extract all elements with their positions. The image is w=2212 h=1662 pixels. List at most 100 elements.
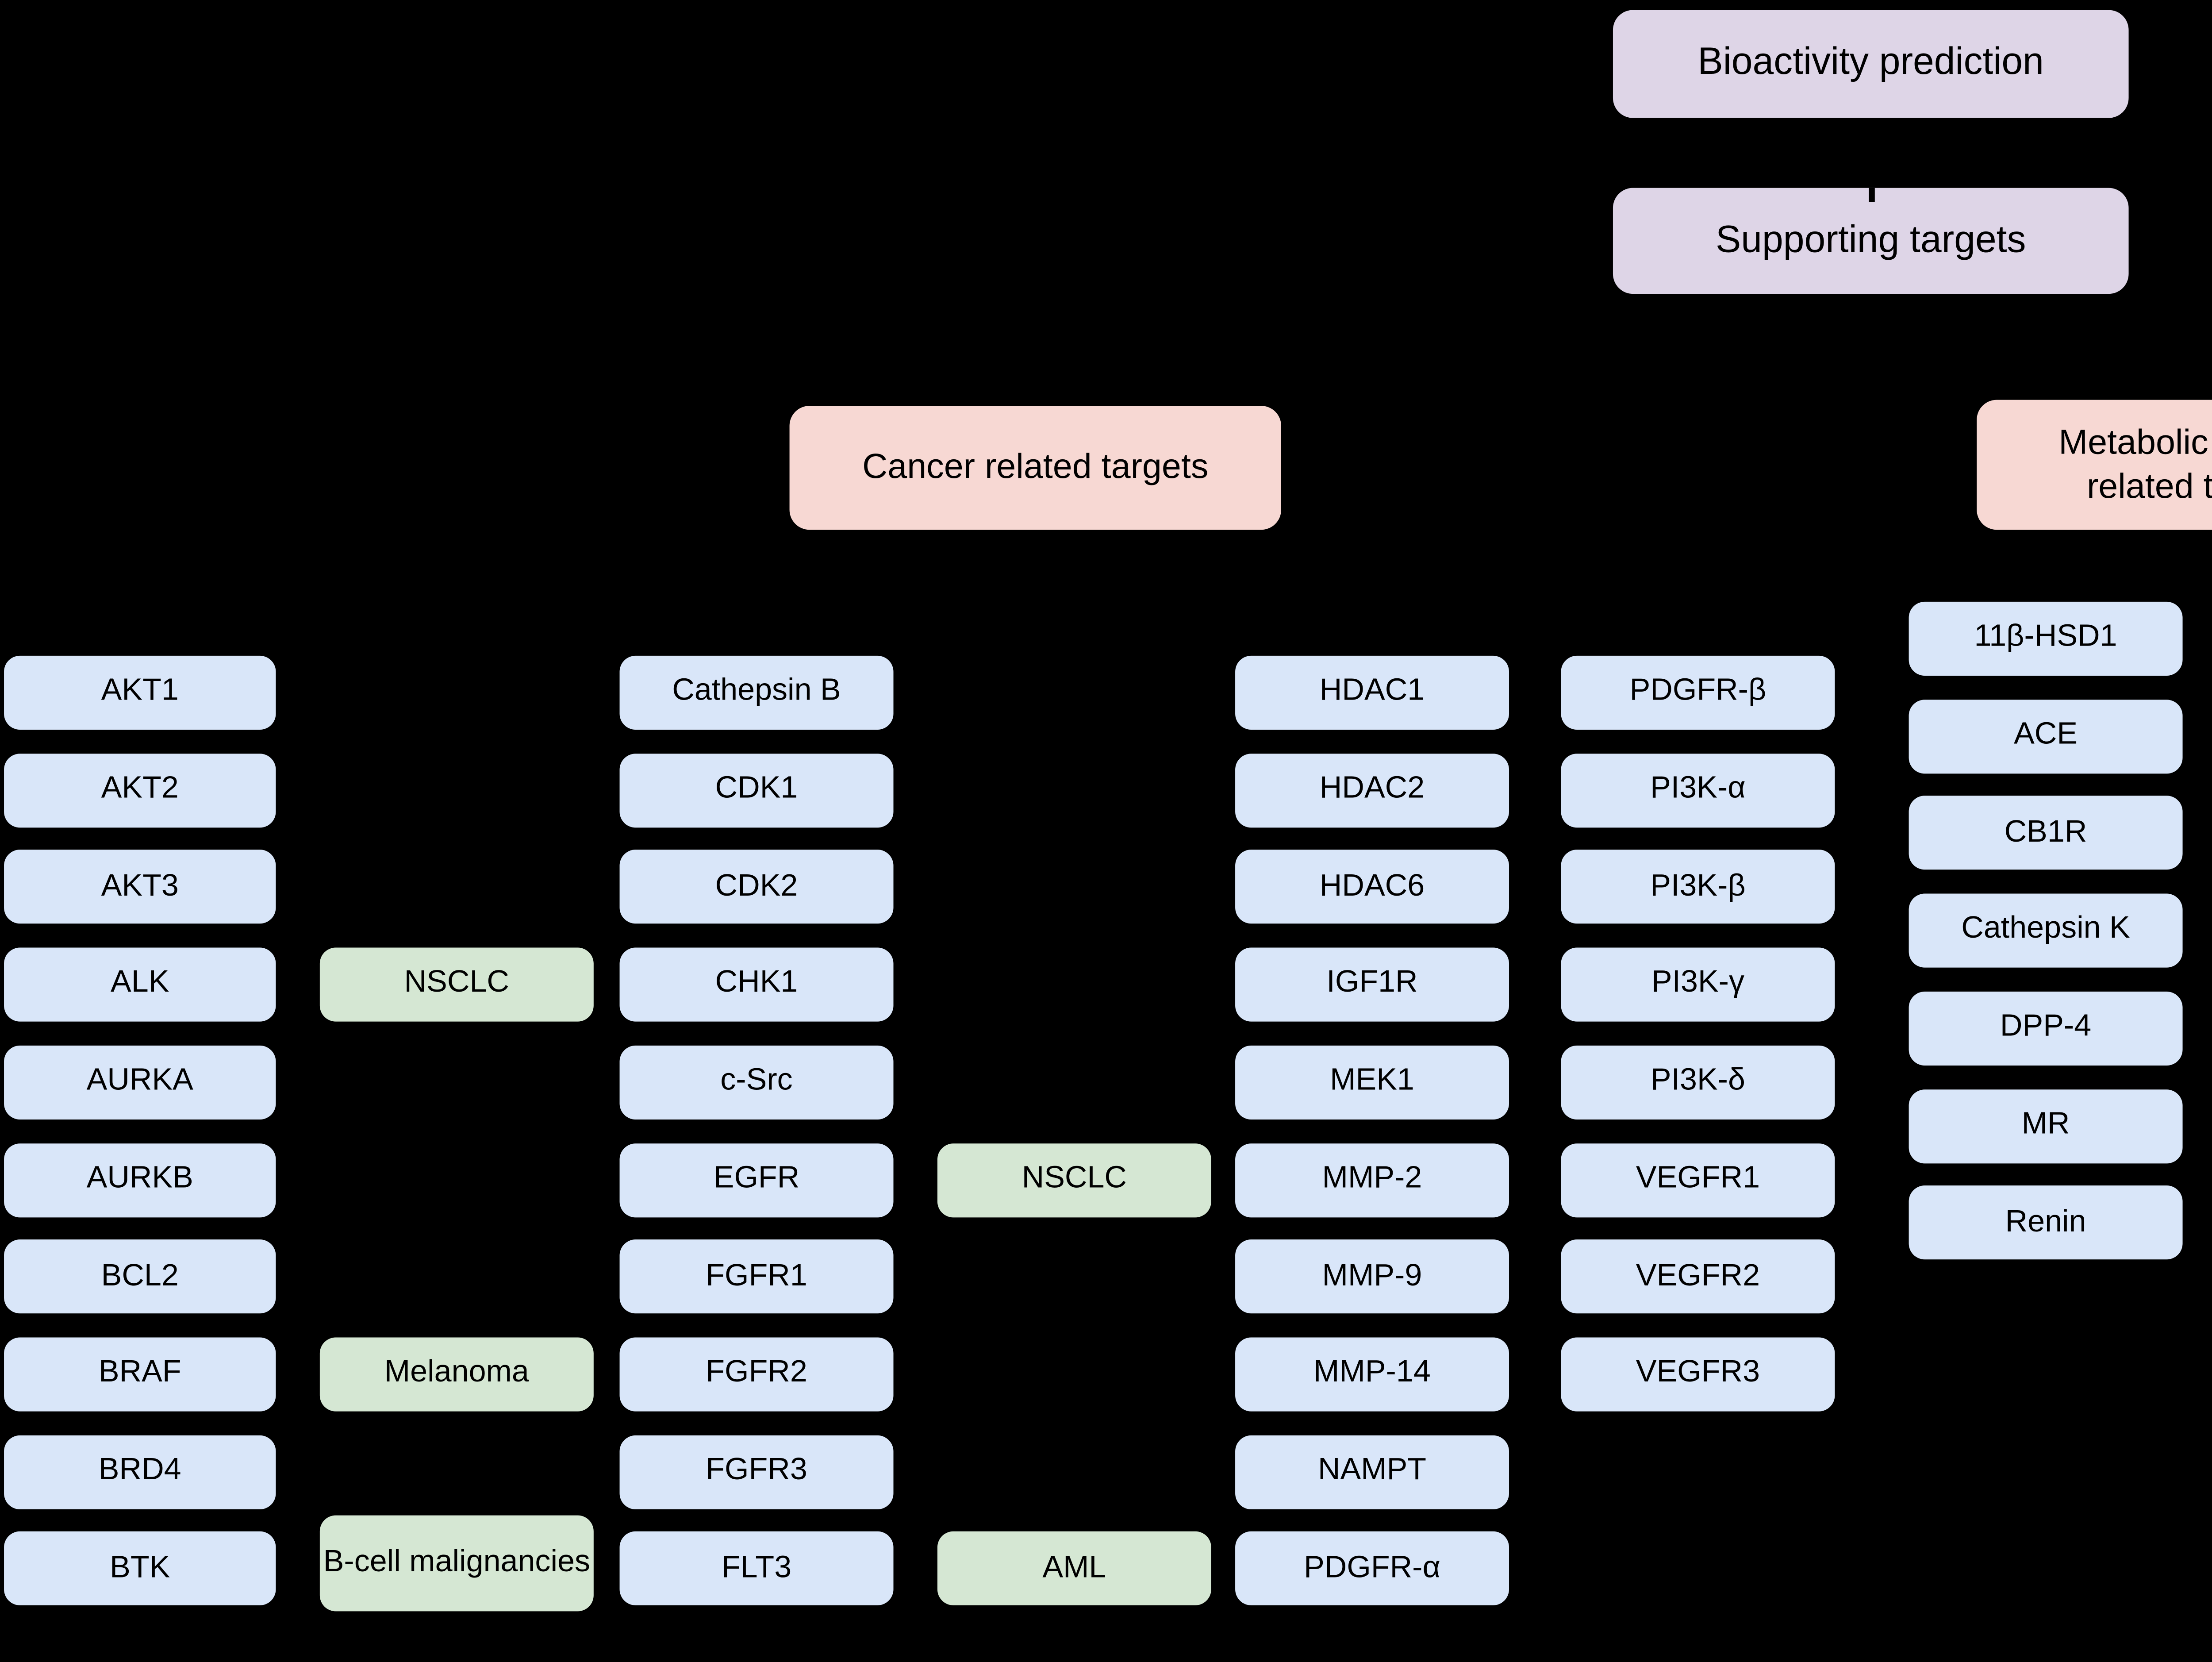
target-box: c-Src — [619, 1045, 894, 1120]
target-box: BCL2 — [4, 1239, 276, 1314]
disease-box: AML — [937, 1532, 1211, 1606]
target-box: HDAC1 — [1235, 655, 1509, 730]
target-box: HDAC6 — [1235, 850, 1509, 925]
target-box: FGFR2 — [619, 1337, 894, 1412]
target-label: ACE — [2014, 718, 2078, 752]
target-label: PI3K-δ — [1650, 1064, 1746, 1098]
target-box: BRD4 — [4, 1435, 276, 1509]
target-label: NAMPT — [1317, 1453, 1427, 1488]
target-label: CHK1 — [715, 966, 798, 1000]
target-label: FGFR2 — [706, 1356, 807, 1390]
target-box: 11β-HSD1 — [1909, 601, 2183, 676]
target-box: PI3K-α — [1561, 753, 1835, 827]
target-label: Renin — [2005, 1204, 2086, 1239]
connector-tick — [1867, 188, 1874, 202]
target-label: MMP-9 — [1322, 1258, 1422, 1293]
target-box: HDAC2 — [1235, 753, 1509, 827]
target-box: AURKA — [4, 1045, 276, 1120]
target-label: AURKA — [86, 1064, 193, 1098]
target-label: VEGFR3 — [1636, 1356, 1760, 1390]
cancer-disease-column-2: NSCLC AML — [937, 0, 1211, 1662]
target-label: CB1R — [2004, 815, 2087, 849]
target-box: AKT3 — [4, 850, 276, 925]
disease-box: NSCLC — [319, 947, 594, 1022]
target-box: MMP-2 — [1235, 1142, 1509, 1217]
target-box: EGFR — [619, 1142, 894, 1217]
target-box: Renin — [1909, 1185, 2183, 1260]
disease-box: NSCLC — [937, 1142, 1211, 1217]
supporting-targets-label: Supporting targets — [1715, 219, 2026, 261]
target-label: BCL2 — [101, 1258, 179, 1293]
target-label: Cathepsin B — [672, 674, 841, 708]
target-label: Cathepsin K — [1961, 912, 2130, 947]
target-box: Cathepsin B — [619, 655, 894, 730]
target-box: DPP-4 — [1909, 991, 2183, 1066]
disease-label: Melanoma — [384, 1356, 529, 1390]
target-label: AKT2 — [101, 772, 179, 806]
target-label: BRD4 — [98, 1453, 181, 1488]
target-label: DPP-4 — [2000, 1010, 2092, 1044]
disease-box: B-cell malignancies — [319, 1515, 594, 1612]
target-label: 11β-HSD1 — [1974, 620, 2117, 654]
target-box: BRAF — [4, 1337, 276, 1412]
supporting-targets-box: Supporting targets — [1613, 188, 2129, 294]
target-box: ACE — [1909, 699, 2183, 773]
disease-box: Melanoma — [319, 1337, 594, 1412]
category-cancer-label: Cancer related targets — [862, 446, 1209, 487]
target-label: EGFR — [713, 1161, 800, 1196]
target-box: AURKB — [4, 1142, 276, 1217]
target-label: FLT3 — [721, 1550, 792, 1585]
target-box: CHK1 — [619, 947, 894, 1022]
target-box: VEGFR3 — [1561, 1337, 1835, 1412]
target-box: PDGFR-α — [1235, 1532, 1509, 1606]
target-label: PDGFR-α — [1304, 1550, 1440, 1585]
target-label: CDK1 — [715, 772, 798, 806]
target-box: IGF1R — [1235, 947, 1509, 1022]
bioactivity-prediction-label: Bioactivity prediction — [1697, 42, 2044, 84]
target-box: FLT3 — [619, 1532, 894, 1606]
target-label: HDAC1 — [1319, 674, 1425, 708]
target-label: PI3K-γ — [1651, 966, 1744, 1000]
target-box: AKT2 — [4, 753, 276, 827]
target-label: FGFR1 — [706, 1258, 807, 1293]
target-label: IGF1R — [1326, 966, 1418, 1000]
target-box: CDK1 — [619, 753, 894, 827]
target-label: AURKB — [86, 1161, 193, 1196]
target-label: VEGFR1 — [1636, 1161, 1760, 1196]
bioactivity-prediction-box: Bioactivity prediction — [1613, 10, 2129, 118]
target-label: CDK2 — [715, 869, 798, 903]
target-box: PI3K-β — [1561, 850, 1835, 925]
disease-label: NSCLC — [1022, 1161, 1127, 1196]
target-label: HDAC6 — [1319, 869, 1425, 903]
target-label: PI3K-α — [1650, 772, 1746, 806]
target-label: VEGFR2 — [1636, 1258, 1760, 1293]
target-box: VEGFR2 — [1561, 1239, 1835, 1314]
target-box: PI3K-γ — [1561, 947, 1835, 1022]
category-metabolic-label: Metabolic disease related targets — [2058, 422, 2212, 505]
target-box: PI3K-δ — [1561, 1045, 1835, 1120]
target-box: MMP-9 — [1235, 1239, 1509, 1314]
target-box: FGFR3 — [619, 1435, 894, 1509]
target-box: VEGFR1 — [1561, 1142, 1835, 1217]
target-box: AKT1 — [4, 655, 276, 730]
target-label: AKT1 — [101, 674, 179, 708]
target-box: MR — [1909, 1088, 2183, 1163]
target-label: FGFR3 — [706, 1453, 807, 1488]
target-box: MEK1 — [1235, 1045, 1509, 1120]
disease-label: NSCLC — [404, 966, 510, 1000]
target-box: FGFR1 — [619, 1239, 894, 1314]
disease-label: B-cell malignancies — [323, 1545, 590, 1579]
target-label: PDGFR-β — [1629, 674, 1767, 708]
target-box: CDK2 — [619, 850, 894, 925]
target-label: MEK1 — [1330, 1064, 1414, 1098]
target-label: ALK — [111, 966, 169, 1000]
target-label: MMP-2 — [1322, 1161, 1422, 1196]
target-label: AKT3 — [101, 869, 179, 903]
